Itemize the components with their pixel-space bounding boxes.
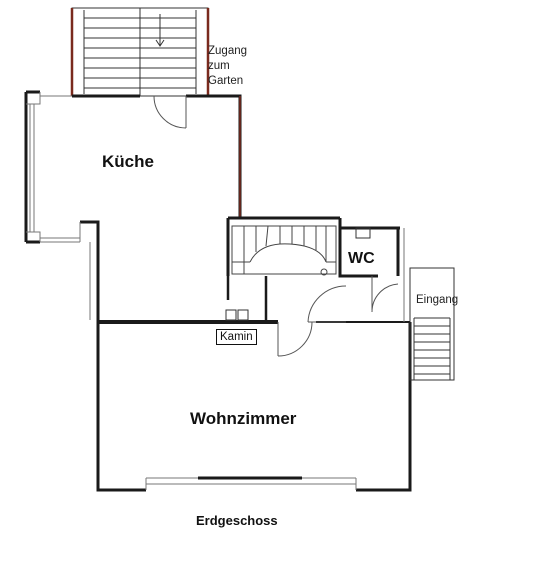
spiral-stairs bbox=[231, 225, 337, 276]
fireplace-block bbox=[225, 309, 249, 321]
entrance-label: Eingang bbox=[416, 294, 459, 306]
living-room-door bbox=[277, 321, 313, 357]
living-room-walls bbox=[96, 320, 412, 492]
hallway-door bbox=[307, 285, 347, 323]
fireplace-label: Kamin bbox=[216, 329, 257, 345]
stair-core-walls bbox=[226, 216, 348, 278]
hallway-walls bbox=[226, 276, 268, 322]
floor-title: Erdgeschoss bbox=[196, 513, 278, 528]
garden-stairs bbox=[71, 7, 209, 97]
kitchen-window-bay bbox=[26, 92, 91, 320]
room-label-kitchen: Küche bbox=[102, 152, 154, 171]
wc-door bbox=[371, 276, 399, 313]
entrance-stairs bbox=[409, 267, 455, 381]
garden-access-label: Zugang zum Garten bbox=[208, 45, 248, 87]
garden-stairs-wall bbox=[70, 8, 210, 96]
kitchen-garden-door bbox=[153, 95, 187, 129]
room-label-wc: WC bbox=[348, 250, 375, 267]
kitchen-walls bbox=[24, 90, 242, 320]
room-label-living-room: Wohnzimmer bbox=[190, 409, 297, 428]
living-room-window bbox=[145, 477, 357, 490]
wc-fixture bbox=[355, 227, 371, 239]
